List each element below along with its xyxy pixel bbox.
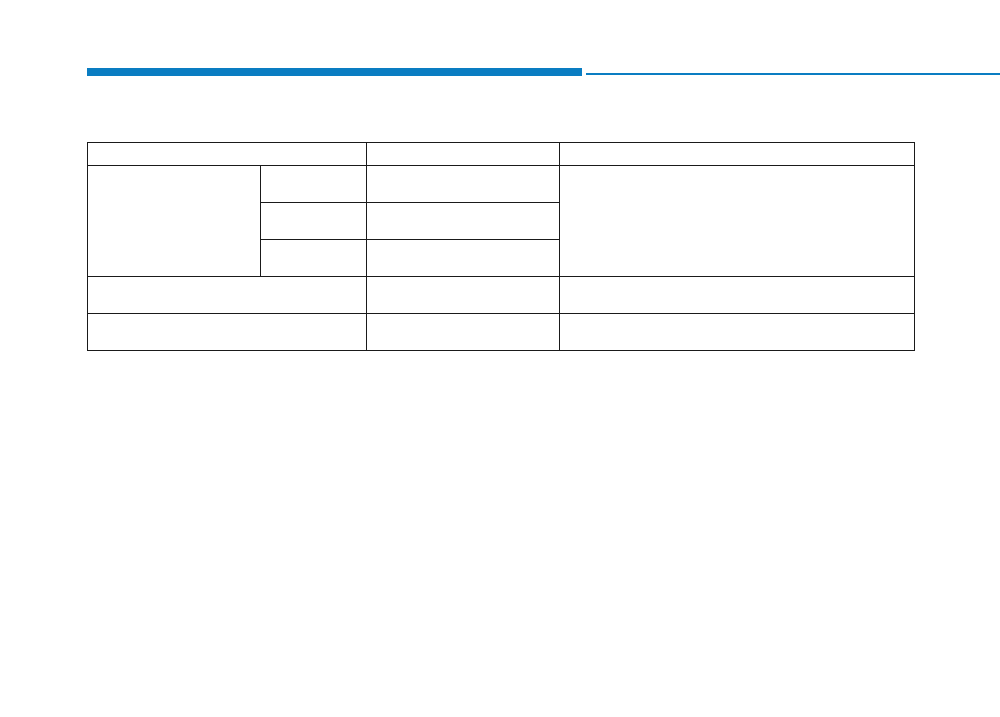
group-note-cell xyxy=(559,165,915,277)
table-header-row xyxy=(87,142,915,166)
table-row xyxy=(87,276,915,314)
row-value-cell xyxy=(366,276,560,314)
row-label-cell xyxy=(87,313,367,351)
header-cell-item xyxy=(87,142,367,166)
sub-label-cell xyxy=(260,165,367,203)
sub-value-cell xyxy=(366,202,560,240)
spec-table xyxy=(87,142,915,351)
group-label-cell xyxy=(87,165,261,277)
sub-value-cell xyxy=(366,239,560,277)
row-note-cell xyxy=(559,276,915,314)
sub-label-cell xyxy=(260,239,367,277)
row-value-cell xyxy=(366,313,560,351)
table-row xyxy=(87,165,915,277)
header-cell-value xyxy=(366,142,560,166)
header-cell-note xyxy=(559,142,915,166)
header-accent-line xyxy=(586,73,1000,75)
table-row xyxy=(87,313,915,351)
header-accent-bar xyxy=(87,68,582,76)
row-label-cell xyxy=(87,276,367,314)
sub-value-cell xyxy=(366,165,560,203)
row-note-cell xyxy=(559,313,915,351)
sub-label-cell xyxy=(260,202,367,240)
